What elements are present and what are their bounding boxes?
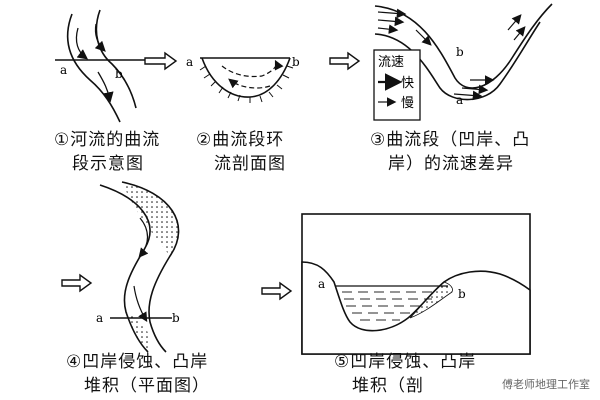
watermark: 傅老师地理工作室 — [498, 374, 594, 394]
label-b: b — [458, 287, 466, 301]
panel-5-erosion-section: a b — [301, 213, 531, 355]
caption-panel-4: ④凹岸侵蚀、凸岸 堆积（平面图） — [66, 352, 210, 396]
panel-2-cross-section: a b — [186, 55, 300, 103]
caption-panel-3: ③曲流段（凹岸、凸 岸）的流速差异 — [370, 130, 531, 174]
label-b: b — [172, 311, 180, 325]
legend-slow: 慢 — [401, 95, 414, 111]
panel-3-velocity: b a 流速 快 慢 — [373, 3, 553, 121]
flow-arrow-4 — [261, 281, 293, 301]
label-b: b — [292, 55, 300, 69]
panel-1-meander-plan: a b — [55, 9, 145, 123]
caption-panel-2: ②曲流段环 流剖面图 — [196, 130, 286, 174]
label-a: a — [456, 93, 463, 107]
flow-arrow-2 — [329, 51, 361, 71]
label-b: b — [115, 67, 123, 81]
label-a: a — [60, 63, 67, 77]
label-a: a — [96, 311, 103, 325]
label-b: b — [456, 45, 464, 59]
velocity-legend: 流速 快 慢 — [373, 49, 421, 121]
flow-arrow-3 — [61, 273, 93, 293]
caption-panel-1: ①河流的曲流 段示意图 — [54, 130, 161, 174]
label-a: a — [318, 277, 325, 291]
legend-title: 流速 — [378, 55, 404, 70]
caption-panel-5: ⑤凹岸侵蚀、凸岸 堆积（剖 — [334, 352, 477, 396]
label-a: a — [186, 55, 193, 69]
flow-arrow-1 — [144, 51, 178, 71]
legend-fast: 快 — [401, 76, 414, 91]
panel-4-erosion-plan: a b — [96, 181, 180, 353]
